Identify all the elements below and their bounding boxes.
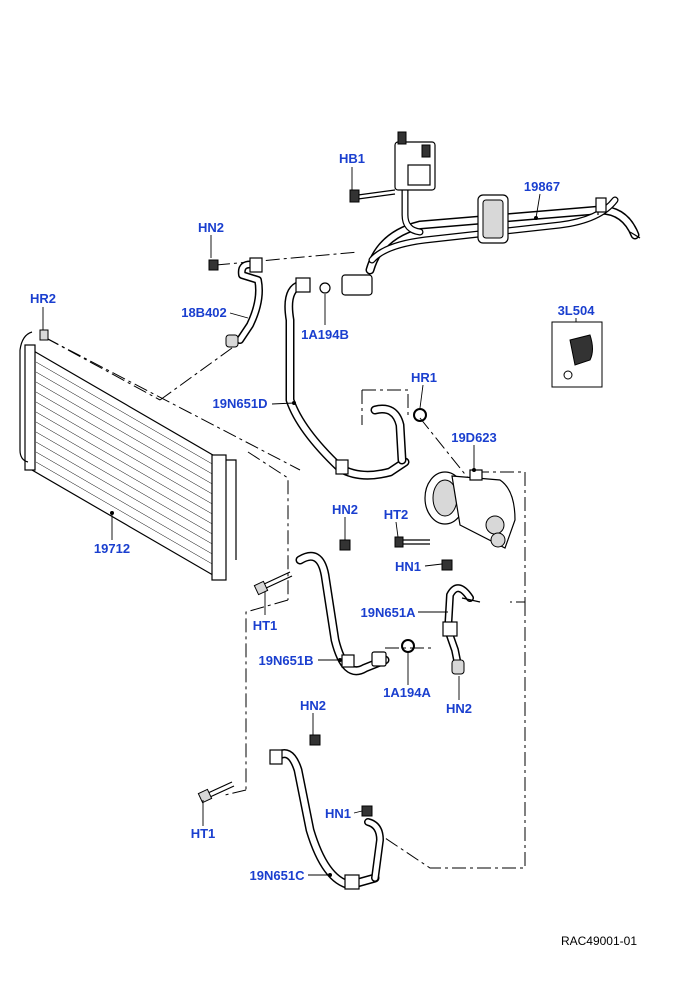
label-hb1: HB1: [339, 151, 365, 166]
label-1a194b: 1A194B: [301, 327, 349, 342]
label-hn2-top: HN2: [198, 220, 224, 235]
o-ring-1a194a: [401, 639, 415, 653]
part-labels: HB1 19867 HN2 18B402 1A194B HR2 3L504 HR…: [30, 151, 637, 948]
hose-19n651b: [295, 539, 390, 676]
label-hn1-low: HN1: [325, 806, 351, 821]
label-hn2-mid: HN2: [332, 502, 358, 517]
label-19d623: 19D623: [451, 430, 497, 445]
label-hr2: HR2: [30, 291, 56, 306]
hose-19n651d: [284, 277, 410, 480]
label-19867: 19867: [524, 179, 560, 194]
label-19n651c: 19N651C: [250, 868, 306, 883]
high-pressure-line-19867: [341, 131, 641, 296]
bolt-ht1-mid: [253, 571, 293, 596]
label-hn2-low: HN2: [300, 698, 326, 713]
label-hn2-right: HN2: [446, 701, 472, 716]
label-ht1-mid: HT1: [253, 618, 278, 633]
alignment-lines: [45, 251, 526, 869]
label-19n651d: 19N651D: [213, 396, 268, 411]
leader-lines: [42, 167, 577, 876]
inset-3l504: [551, 321, 603, 388]
reference-code: RAC49001-01: [561, 934, 637, 948]
label-ht1-low: HT1: [191, 826, 216, 841]
label-3l504: 3L504: [558, 303, 596, 318]
o-ring-hr1: [413, 408, 427, 422]
label-19n651a: 19N651A: [361, 605, 417, 620]
label-19n651b: 19N651B: [259, 653, 314, 668]
hose-18b402: [208, 257, 263, 348]
label-ht2: HT2: [384, 507, 409, 522]
label-hn1-mid: HN1: [395, 559, 421, 574]
bolt-hb1: [349, 189, 396, 203]
label-hr1: HR1: [411, 370, 437, 385]
label-1a194a: 1A194A: [383, 685, 431, 700]
hose-19n651a: [441, 559, 481, 675]
compressor: [424, 468, 516, 549]
condenser: [19, 329, 237, 581]
label-19712: 19712: [94, 541, 130, 556]
bolt-ht1-low: [197, 781, 235, 804]
bolt-ht2: [394, 536, 430, 548]
label-18b402: 18B402: [181, 305, 227, 320]
